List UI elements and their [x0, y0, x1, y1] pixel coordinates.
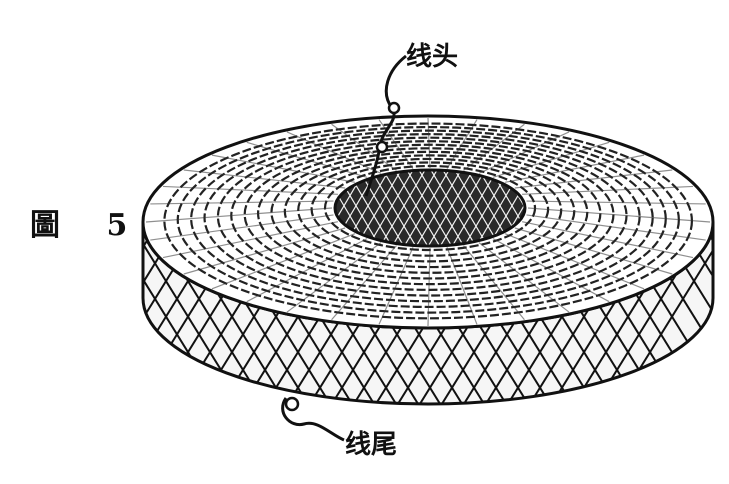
- mesh-line: [425, 170, 477, 246]
- winding-spoke: [246, 238, 368, 303]
- winding-spoke: [463, 245, 525, 321]
- winding-spoke: [211, 154, 356, 183]
- winding-spoke: [246, 141, 368, 178]
- mesh-line: [401, 170, 453, 246]
- winding-spoke: [521, 221, 694, 259]
- winding-spoke: [522, 185, 694, 195]
- wire-start-lead: [364, 54, 407, 197]
- mesh-line: [365, 170, 417, 246]
- winding-spoke: [514, 227, 673, 275]
- winding-spoke: [427, 247, 431, 327]
- mesh-line: [389, 170, 441, 246]
- hatch-line: [716, 210, 729, 420]
- winding-spoke: [331, 123, 397, 171]
- winding-spoke: [492, 141, 610, 178]
- winding-spoke: [183, 169, 346, 189]
- winding-spoke: [478, 242, 570, 313]
- winding-spoke: [286, 242, 382, 313]
- wire-end-label: 线尾: [345, 430, 398, 460]
- winding-spoke: [478, 131, 570, 174]
- winding-spoke: [150, 214, 334, 241]
- winding-spoke: [211, 233, 356, 290]
- winding-spoke: [514, 169, 673, 189]
- winding-spoke: [162, 185, 338, 195]
- lead-loop-end: [284, 396, 300, 412]
- winding-spoke: [526, 200, 706, 205]
- winding-spoke: [526, 214, 706, 241]
- lead-loop-upper: [387, 101, 401, 115]
- winding-spoke: [150, 200, 334, 205]
- winding-spoke: [378, 247, 414, 325]
- winding-spoke: [504, 233, 645, 290]
- lead-loop-lower: [375, 140, 389, 154]
- winding-spoke: [145, 207, 333, 223]
- mesh-line: [377, 170, 429, 246]
- wire-end-lead: [281, 396, 345, 442]
- winding-spoke: [331, 245, 397, 321]
- winding-spoke: [504, 154, 645, 183]
- winding-spoke: [183, 227, 346, 275]
- hatch-line: [143, 222, 167, 404]
- winding-spoke: [162, 221, 339, 259]
- winding-spoke: [527, 207, 711, 223]
- figure-label: 圖 5: [30, 208, 146, 243]
- winding-spoke: [463, 123, 525, 171]
- winding-spoke: [446, 119, 478, 169]
- winding-spoke: [492, 238, 610, 303]
- mesh-line: [437, 170, 489, 246]
- winding-spoke: [446, 247, 478, 325]
- winding-spoke: [286, 131, 382, 174]
- wire-start-label: 线头: [406, 42, 459, 72]
- winding-spoke: [427, 117, 431, 169]
- winding-spoke: [378, 119, 414, 169]
- mesh-line: [413, 170, 465, 246]
